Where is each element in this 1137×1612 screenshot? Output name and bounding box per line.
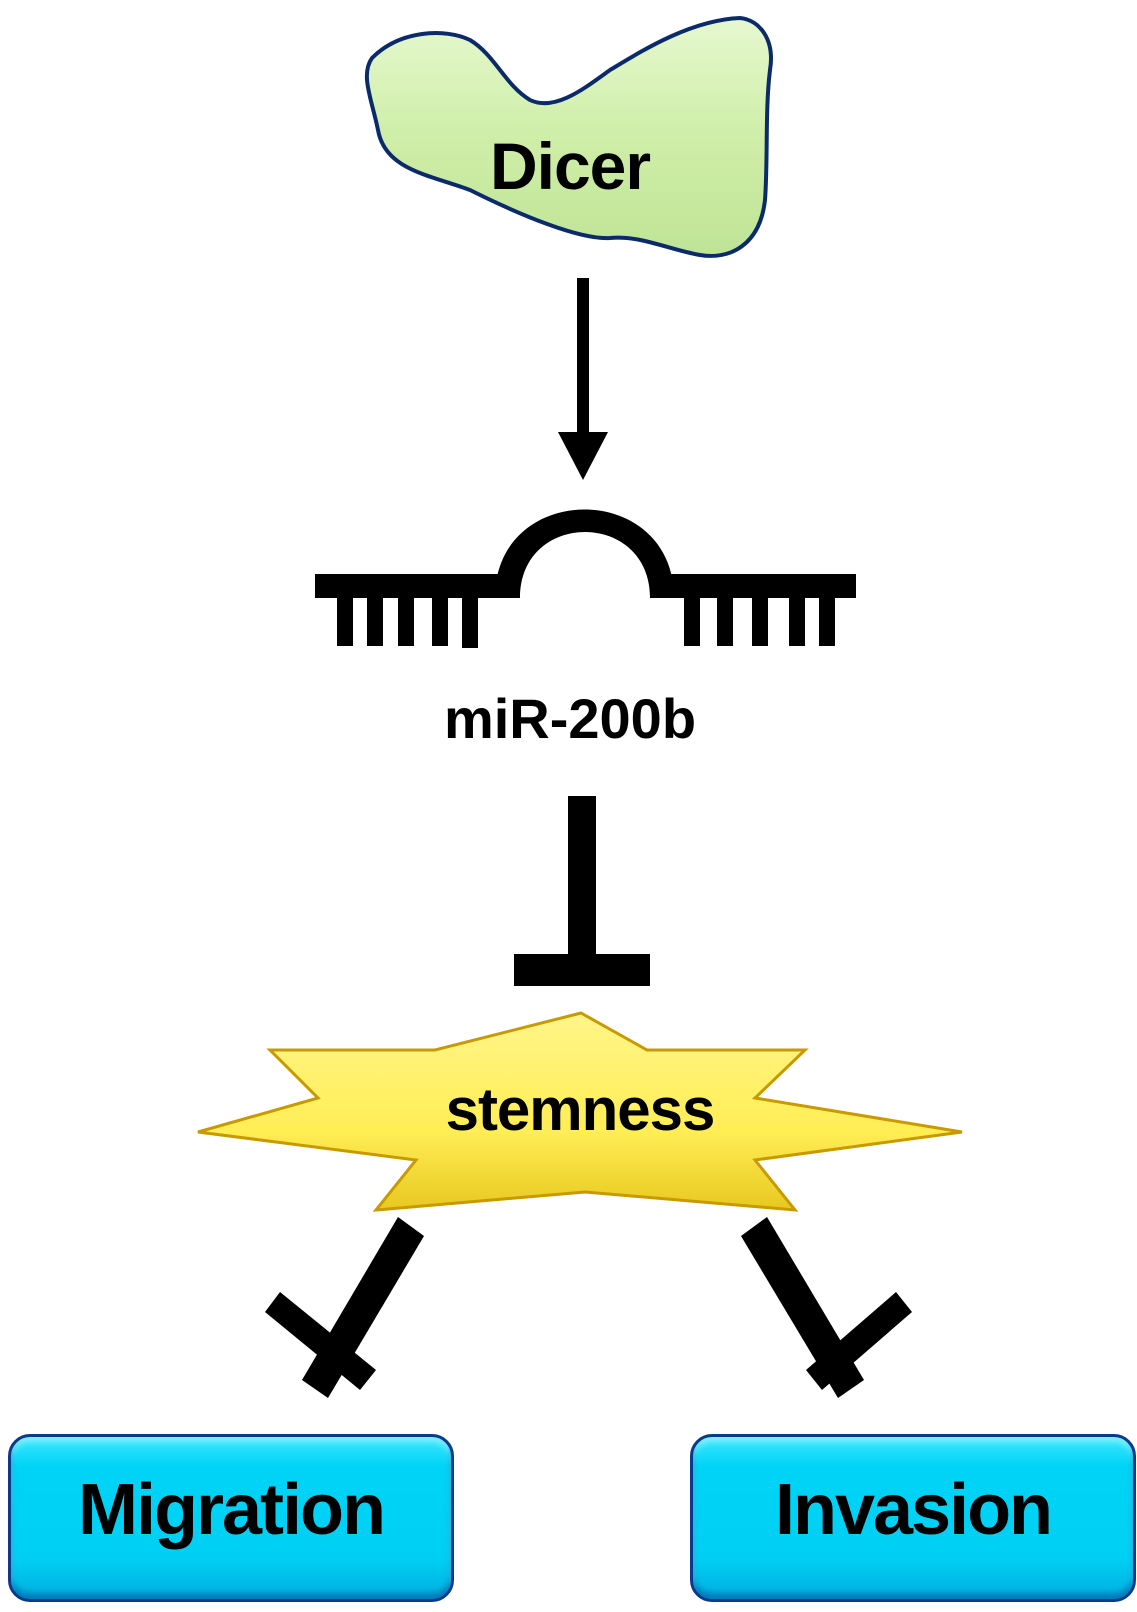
mir200b-label: miR-200b bbox=[443, 687, 697, 750]
migration-label: Migration bbox=[78, 1470, 386, 1550]
hairpin-rna-icon bbox=[315, 509, 856, 648]
migration-node: Migration bbox=[8, 1434, 454, 1602]
activation-arrow bbox=[558, 278, 608, 480]
dicer-label: Dicer bbox=[489, 129, 651, 203]
inhibition-left bbox=[265, 1217, 424, 1398]
invasion-label: Invasion bbox=[774, 1470, 1053, 1550]
inhibition-bar bbox=[514, 796, 650, 986]
stemness-node-shape bbox=[197, 1011, 963, 1212]
invasion-node: Invasion bbox=[690, 1434, 1136, 1602]
dicer-node-shape bbox=[364, 15, 773, 258]
stemness-label: stemness bbox=[445, 1076, 716, 1143]
inhibition-right bbox=[741, 1217, 912, 1398]
